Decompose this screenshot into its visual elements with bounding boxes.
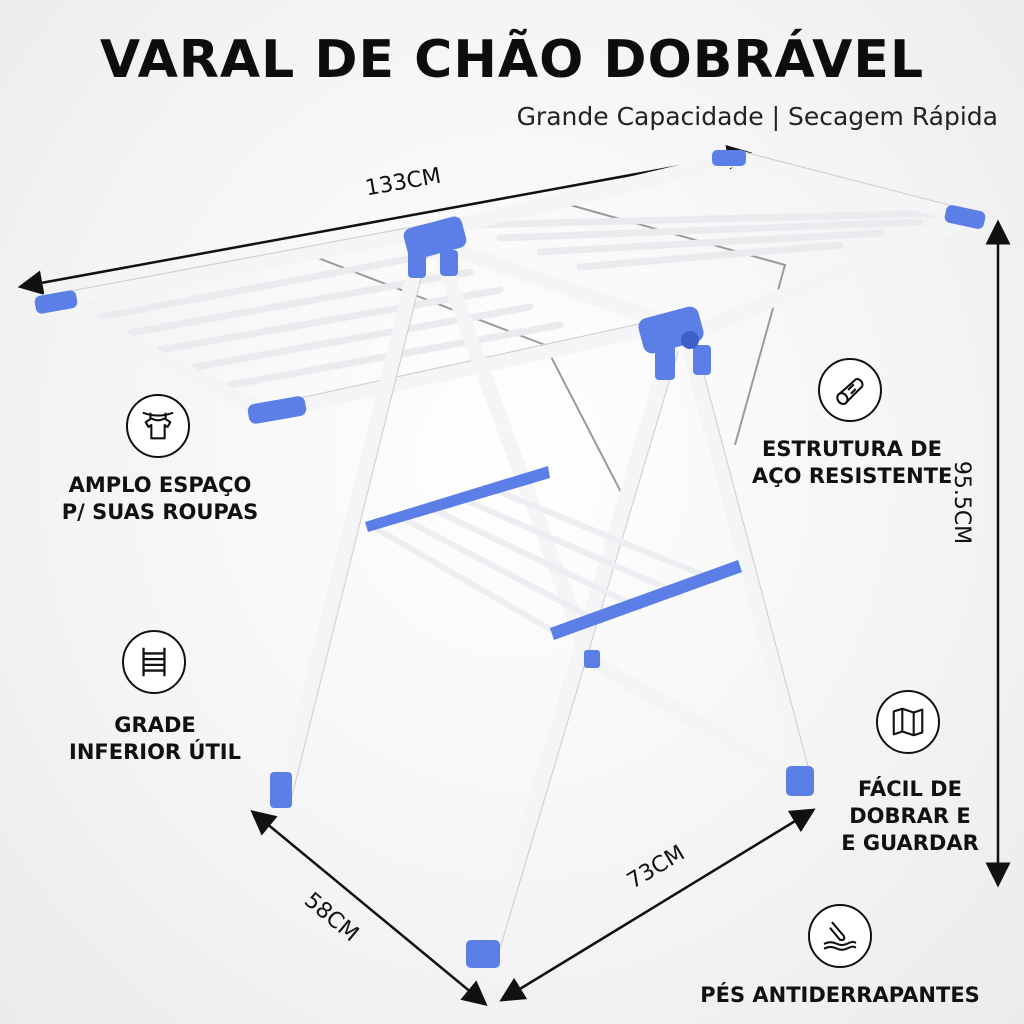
legs (275, 242, 813, 963)
lower-shelf (365, 466, 742, 640)
feature-steel-line1: ESTRUTURA DE (762, 437, 942, 461)
feature-feet-label: PÉS ANTIDERRAPANTES (690, 982, 990, 1009)
feature-fold-line1: FÁCIL DE (858, 777, 962, 801)
feature-space-label: AMPLO ESPAÇO P/ SUAS ROUPAS (55, 472, 265, 526)
feature-fold-line3: E GUARDAR (841, 831, 979, 855)
main-frame-outline (59, 150, 973, 399)
depth-dimension-arrow (250, 810, 488, 1006)
steel-tube-icon (818, 358, 882, 422)
shirt-icon (126, 394, 190, 458)
feature-space-line2: P/ SUAS ROUPAS (61, 500, 259, 524)
page-subtitle: Grande Capacidade | Secagem Rápida (516, 102, 998, 131)
ladder-icon (122, 630, 186, 694)
right-wing-rods (466, 209, 954, 271)
feature-grid-label: GRADE INFERIOR ÚTIL (55, 712, 255, 766)
feature-feet-line1: PÉS ANTIDERRAPANTES (700, 983, 980, 1007)
page-title: VARAL DE CHÃO DOBRÁVEL (99, 30, 925, 90)
feature-fold-line2: DOBRAR E (849, 804, 971, 828)
feature-grid-line2: INFERIOR ÚTIL (69, 740, 241, 764)
feature-steel-line2: AÇO RESISTENTE (752, 464, 953, 488)
width-dimension-arrow (17, 144, 753, 296)
feature-fold-label: FÁCIL DE DOBRAR E E GUARDAR (820, 776, 1000, 857)
feature-space-line1: AMPLO ESPAÇO (68, 473, 252, 497)
length-dimension-arrow (499, 808, 816, 1002)
main-frame (40, 150, 980, 418)
folded-map-icon (876, 690, 940, 754)
finger-surface-icon (808, 904, 872, 968)
height-dimension-label: 95.5CM (949, 460, 975, 545)
feature-steel-label: ESTRUTURA DE AÇO RESISTENTE (752, 436, 952, 490)
feature-grid-line1: GRADE (114, 713, 196, 737)
hinge-knob (681, 331, 699, 349)
